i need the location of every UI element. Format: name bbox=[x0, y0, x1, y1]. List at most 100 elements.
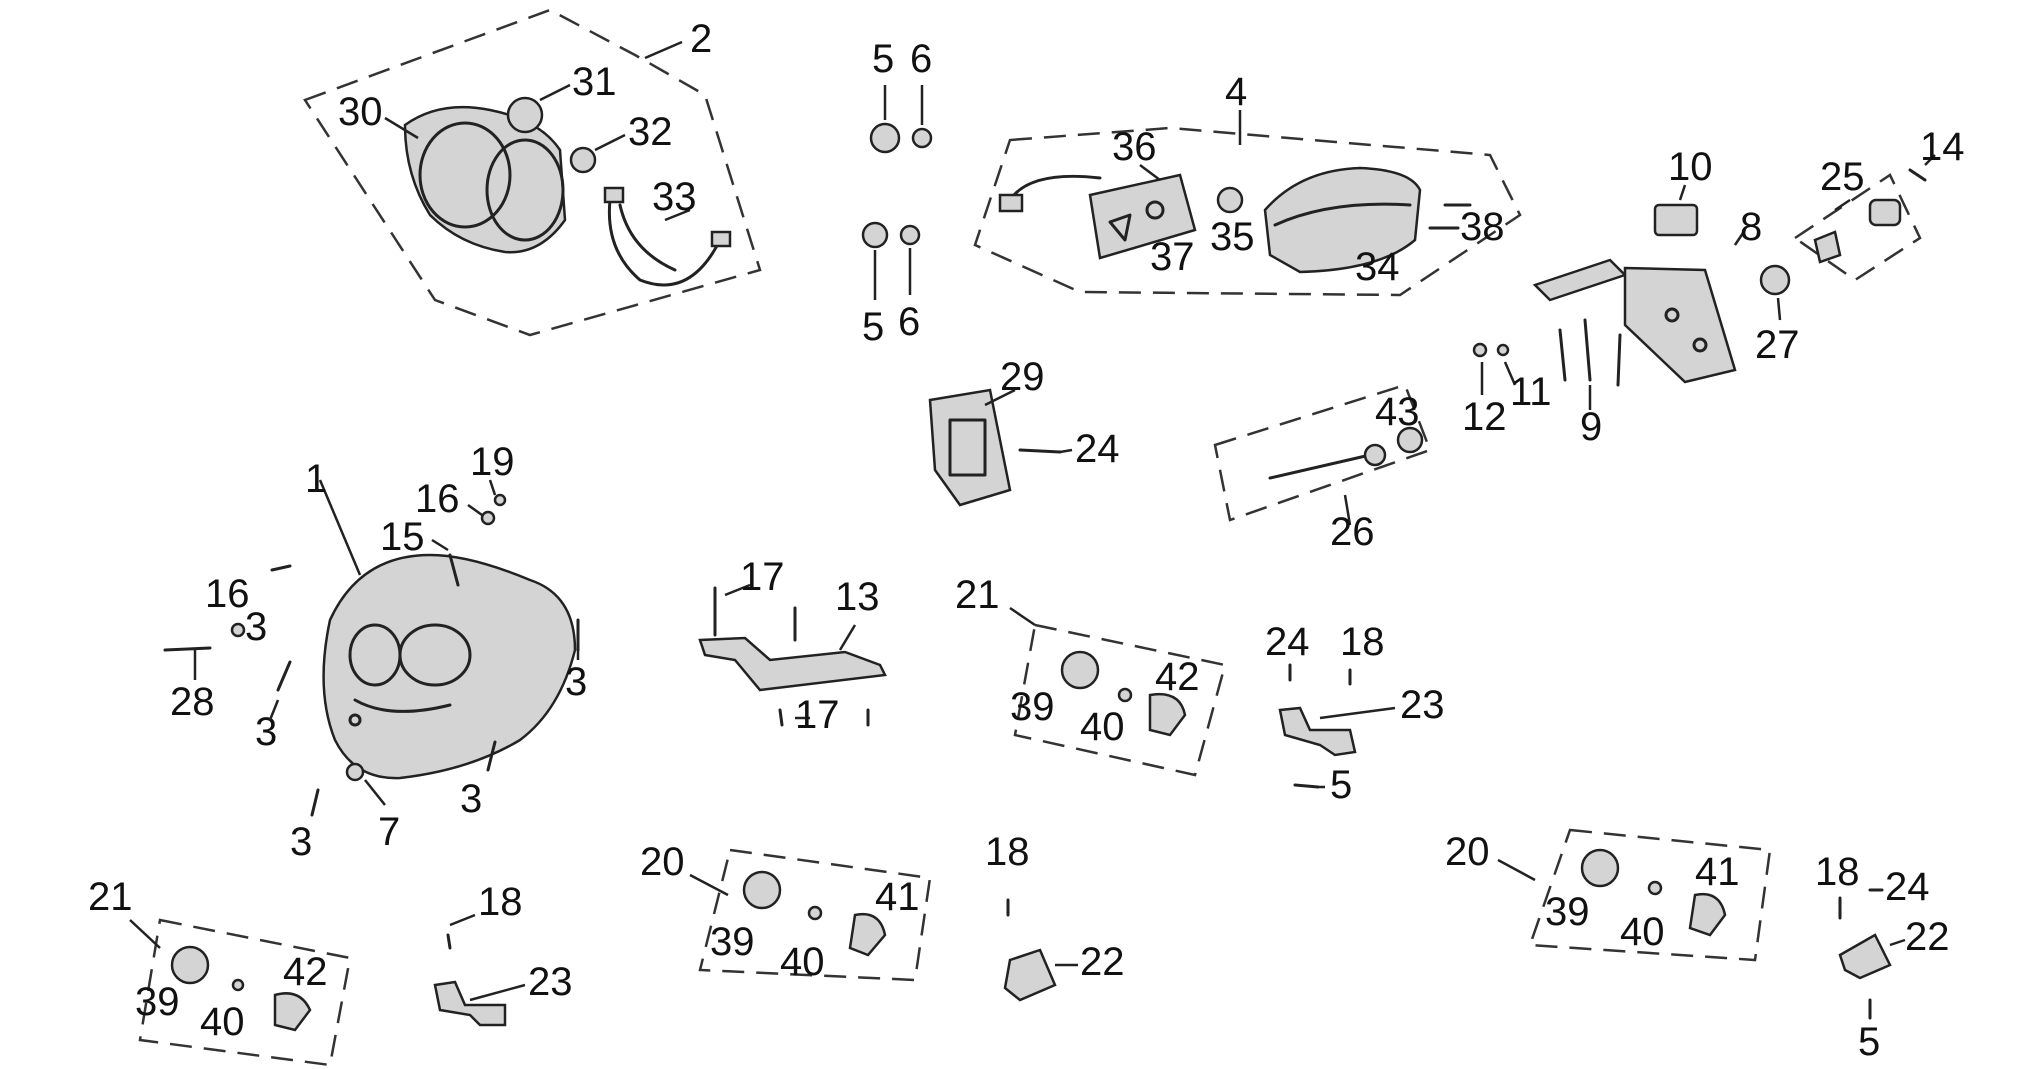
callout-5-upper-b: 5 bbox=[862, 305, 884, 349]
group-20-right-dashed-outline bbox=[1528, 828, 1772, 962]
callout-5-mid: 5 bbox=[1330, 763, 1352, 807]
callout-7: 7 bbox=[378, 810, 400, 854]
callout-3-e: 3 bbox=[290, 820, 312, 864]
callout-33: 33 bbox=[652, 175, 697, 219]
grommet-27-part: 27 bbox=[1755, 264, 1800, 367]
callout-23-mid: 23 bbox=[1400, 683, 1445, 727]
callout-20-right: 20 bbox=[1445, 830, 1490, 874]
callout-40-right: 40 bbox=[1620, 910, 1665, 954]
callout-39-upper: 39 bbox=[1010, 685, 1055, 729]
callout-18-center: 18 bbox=[985, 830, 1030, 874]
group-25-dashed-outline bbox=[1792, 173, 1922, 282]
callout-6-upper-b: 6 bbox=[898, 300, 920, 344]
callout-21-upper: 21 bbox=[955, 573, 1000, 617]
callout-39-lower-left: 39 bbox=[135, 980, 180, 1024]
callout-18-right: 18 bbox=[1815, 850, 1860, 894]
lamp-base-part bbox=[1088, 173, 1197, 260]
callout-3-c: 3 bbox=[565, 660, 587, 704]
callout-10: 10 bbox=[1668, 145, 1713, 189]
callout-16-left: 16 bbox=[205, 572, 250, 616]
callout-41-right: 41 bbox=[1695, 850, 1740, 894]
bulb-part bbox=[569, 146, 597, 174]
callout-18-mid: 18 bbox=[1340, 620, 1385, 664]
callout-9: 9 bbox=[1580, 405, 1602, 449]
callout-21-lower: 21 bbox=[88, 875, 133, 919]
group-4-dashed-outline bbox=[973, 126, 1522, 297]
callout-5-right: 5 bbox=[1858, 1020, 1880, 1064]
group-2-dashed-outline bbox=[303, 8, 762, 337]
group-25-plate-light: 25 14 bbox=[1792, 125, 1965, 282]
callout-3-a: 3 bbox=[245, 605, 267, 649]
callout-18-lower-left: 18 bbox=[478, 880, 523, 924]
group-21-upper: 21 39 40 42 bbox=[955, 573, 1227, 777]
headlight-lens-part bbox=[403, 105, 567, 254]
group-20-center: 20 39 40 41 bbox=[640, 840, 932, 984]
callout-38: 38 bbox=[1460, 205, 1505, 249]
group-21-upper-dashed-outline bbox=[1013, 623, 1227, 777]
group-4-taillight-assembly: 4 36 37 35 34 38 bbox=[973, 70, 1522, 297]
callout-11: 11 bbox=[1510, 370, 1552, 414]
front-cover-1-part: 1 bbox=[305, 457, 577, 780]
callout-37: 37 bbox=[1150, 235, 1195, 279]
callout-36: 36 bbox=[1112, 125, 1157, 169]
callout-17-upper: 17 bbox=[740, 555, 785, 599]
callout-22-center: 22 bbox=[1080, 940, 1125, 984]
nut-washer-pair-upper: 5 6 bbox=[869, 37, 933, 154]
callout-26: 26 bbox=[1330, 510, 1375, 554]
callout-29: 29 bbox=[1000, 355, 1045, 399]
clamp-22-center-assembly: 18 22 bbox=[985, 830, 1125, 1002]
callout-24-upper: 24 bbox=[1075, 427, 1120, 471]
screw-nut-11-12: 12 11 bbox=[1462, 342, 1552, 439]
bolts-9-part: 9 bbox=[1558, 318, 1622, 449]
leader-36 bbox=[1139, 164, 1161, 181]
callout-17-lower: 17 bbox=[795, 693, 840, 737]
leader-31 bbox=[539, 83, 571, 102]
callout-25: 25 bbox=[1820, 155, 1865, 199]
callout-42-lower: 42 bbox=[283, 950, 328, 994]
small-bolts-15-16-19: 15 16 19 bbox=[380, 440, 515, 587]
lamp-wiring-part bbox=[998, 174, 1102, 213]
callout-39-right: 39 bbox=[1545, 890, 1590, 934]
leader-33 bbox=[664, 208, 691, 222]
callout-24-right: 24 bbox=[1885, 865, 1930, 909]
callout-40-center: 40 bbox=[780, 940, 825, 984]
callout-19: 19 bbox=[470, 440, 515, 484]
callout-43: 43 bbox=[1375, 390, 1420, 434]
callout-20-center: 20 bbox=[640, 840, 685, 884]
callout-15: 15 bbox=[380, 515, 425, 559]
callout-13: 13 bbox=[835, 575, 880, 619]
callout-4: 4 bbox=[1225, 70, 1247, 114]
callout-3-d: 3 bbox=[460, 777, 482, 821]
callout-8: 8 bbox=[1740, 205, 1762, 249]
callout-5-upper-a: 5 bbox=[872, 37, 894, 81]
lens-screws-part bbox=[1428, 203, 1472, 230]
group-2-headlight-assembly: 2 30 31 32 33 bbox=[303, 8, 762, 337]
group-26-bracket-assembly: 43 26 bbox=[1213, 383, 1432, 554]
callout-39-center: 39 bbox=[710, 920, 755, 964]
callout-32: 32 bbox=[628, 110, 673, 154]
callout-42-upper: 42 bbox=[1155, 655, 1200, 699]
group-21-lower: 21 39 40 42 bbox=[88, 875, 352, 1067]
reflector-part: 10 bbox=[1653, 145, 1713, 237]
leader-32 bbox=[594, 133, 626, 152]
callout-6-upper-a: 6 bbox=[910, 37, 932, 81]
callout-1: 1 bbox=[305, 457, 327, 501]
bracket-23-upper-assembly: 24 18 23 5 bbox=[1265, 620, 1445, 807]
callout-14: 14 bbox=[1920, 125, 1965, 169]
callout-40-upper: 40 bbox=[1080, 705, 1125, 749]
callout-12: 12 bbox=[1462, 395, 1507, 439]
callout-23-lower: 23 bbox=[528, 960, 573, 1004]
lamp-bulb-part bbox=[1216, 186, 1244, 214]
callout-24-mid: 24 bbox=[1265, 620, 1310, 664]
callout-3-b: 3 bbox=[255, 710, 277, 754]
callout-31: 31 bbox=[572, 60, 617, 104]
leader-2 bbox=[644, 40, 683, 60]
license-plate-bracket-part: 8 bbox=[1532, 205, 1762, 384]
clamp-22-right-assembly: 18 24 22 5 bbox=[1815, 850, 1950, 1064]
group-20-right: 20 39 40 41 bbox=[1445, 828, 1772, 962]
group-20-center-dashed-outline bbox=[698, 848, 932, 982]
bracket-13-part: 13 17 17 bbox=[698, 555, 887, 737]
callout-22-right: 22 bbox=[1905, 915, 1950, 959]
taillight-lens-part bbox=[1263, 166, 1422, 274]
